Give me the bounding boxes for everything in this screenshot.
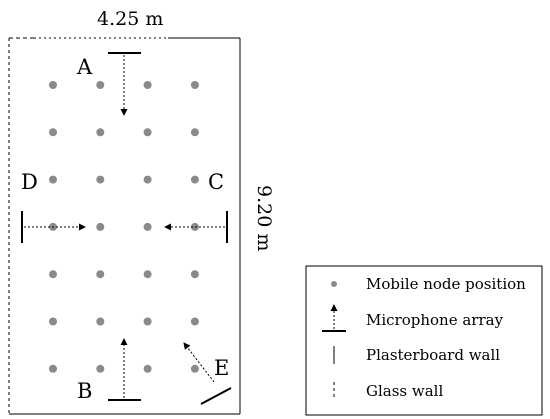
mobile-node-position [143,175,152,184]
array-d: D [21,170,86,243]
mobile-node-position [143,81,152,89]
legend-microphone-icon [322,304,346,332]
mobile-node-position [96,364,105,373]
array-a: A [76,52,141,116]
mobile-node-position [190,222,199,231]
array-e-bar [200,387,232,405]
mobile-node-position [190,270,199,279]
room-length-label: 9.20 m [253,185,275,251]
mobile-node-position [96,175,105,184]
mobile-node-position [143,222,152,231]
array-e-arrow [183,342,215,383]
array-d-label: D [21,170,38,194]
array-b-label: B [77,379,92,403]
legend-microphone-array: Microphone array [366,311,504,329]
mobile-node-position [143,317,152,326]
mobile-node-position [143,128,152,137]
mobile-node-position [190,317,199,326]
mobile-node-position [96,270,105,279]
array-e-label: E [214,356,229,380]
mobile-node-grid [49,81,199,373]
mobile-node-position [190,364,199,373]
array-b: B [77,338,141,403]
mobile-node-position [49,128,57,137]
legend-glass-wall: Glass wall [366,382,443,400]
room-walls [8,37,241,415]
mobile-node-position [96,222,105,231]
room-width-label: 4.25 m [97,8,163,30]
legend: Mobile node position Microphone array Pl… [305,265,543,416]
mobile-node-position [190,175,199,184]
mobile-node-position [49,270,57,279]
array-c-label: C [208,170,224,194]
mobile-node-position [143,270,152,279]
legend-box [305,265,543,416]
legend-plasterboard-wall: Plasterboard wall [366,346,500,364]
mobile-node-position [49,175,57,184]
legend-node-icon [331,281,337,287]
array-e: E [183,342,232,405]
mobile-node-position [190,81,199,89]
mobile-node-position [96,128,105,137]
mobile-node-position [96,317,105,326]
mobile-node-position [96,81,105,89]
mobile-node-position [49,317,57,326]
mobile-node-position [143,364,152,373]
legend-mobile-node: Mobile node position [366,275,526,293]
array-a-label: A [76,55,93,79]
mobile-node-position [49,81,57,89]
array-c: C [164,170,228,243]
mobile-node-position [190,128,199,137]
mobile-node-position [49,364,57,373]
